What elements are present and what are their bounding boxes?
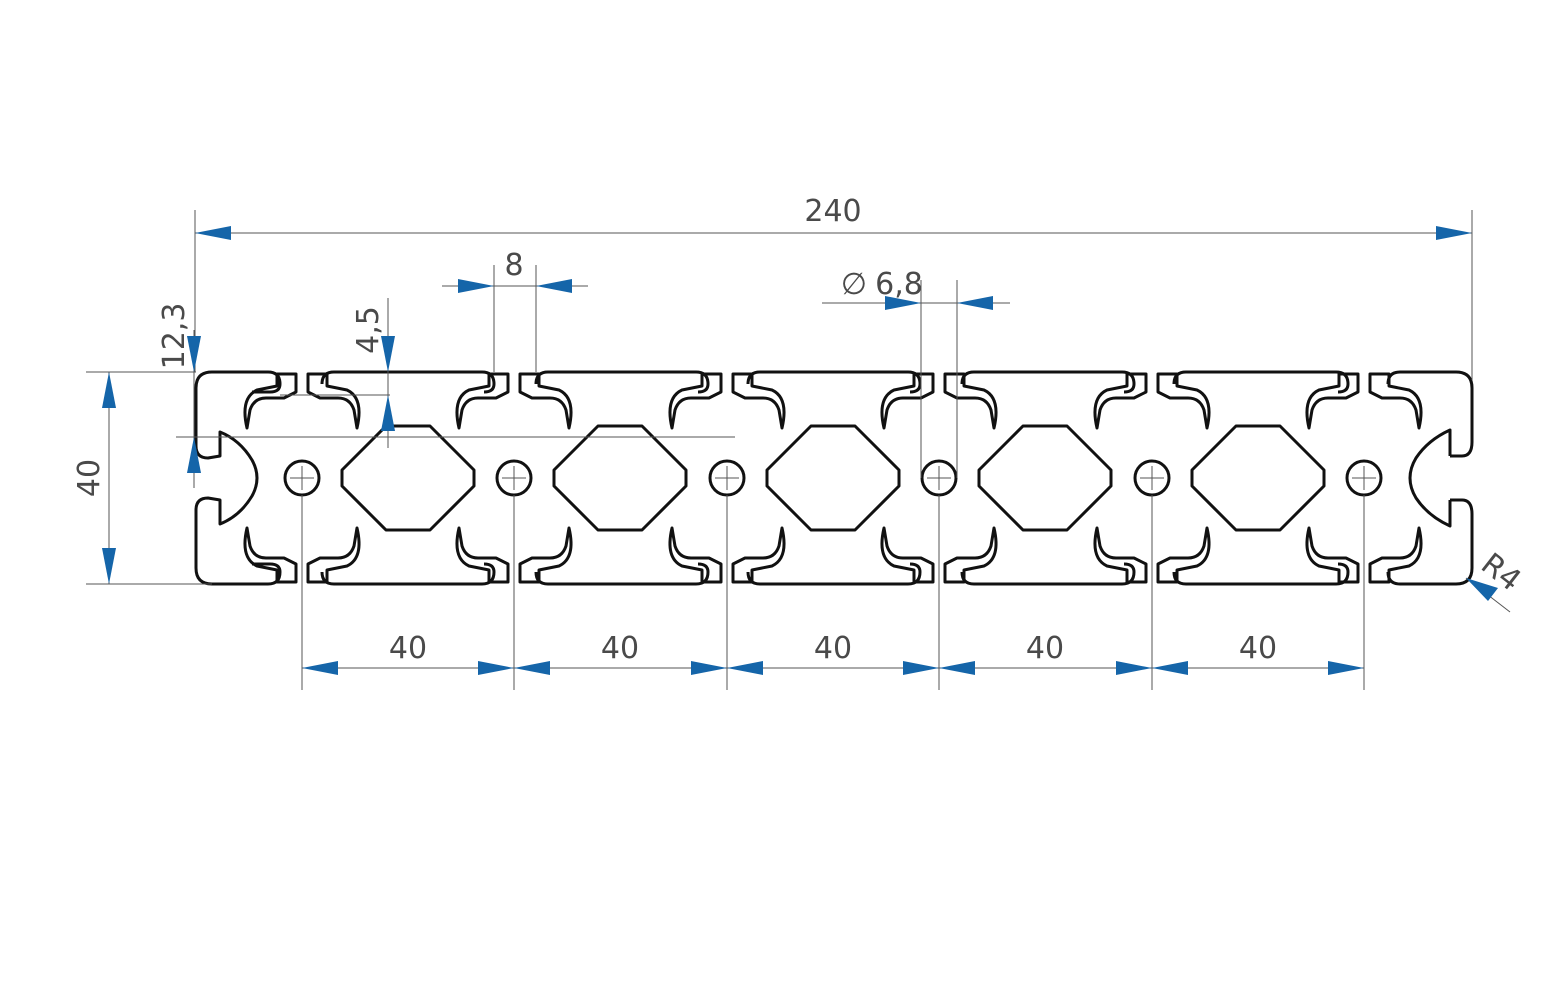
hole-diameter-label: 6,8 [875,267,923,302]
pitch-label-2: 40 [601,631,639,666]
dimension-overall-length: 240 [194,194,1473,380]
pitch-label-1: 40 [389,631,427,666]
slot-offset-label: 12,3 [157,303,192,370]
dimension-pitch-row: 40 40 40 40 40 [301,495,1365,690]
overall-length-label: 240 [804,194,861,229]
pitch-label-3: 40 [814,631,852,666]
dimension-height: 40 [72,372,212,585]
dimension-corner-radius: R4 [1465,546,1527,613]
slot-width-label: 8 [504,248,523,283]
slot-depth-label: 4,5 [351,306,386,354]
dimension-slot-offset: 12,3 [86,303,735,488]
profile-outline [194,370,1474,586]
dimension-hole-diameter: ∅ 6,8 [822,267,1010,478]
height-label: 40 [72,459,107,497]
pitch-label-5: 40 [1239,631,1277,666]
diameter-symbol: ∅ [841,267,867,302]
pitch-label-4: 40 [1026,631,1064,666]
dimension-slot-width: 8 [442,248,588,372]
dimension-slot-depth: 4,5 [280,298,395,448]
